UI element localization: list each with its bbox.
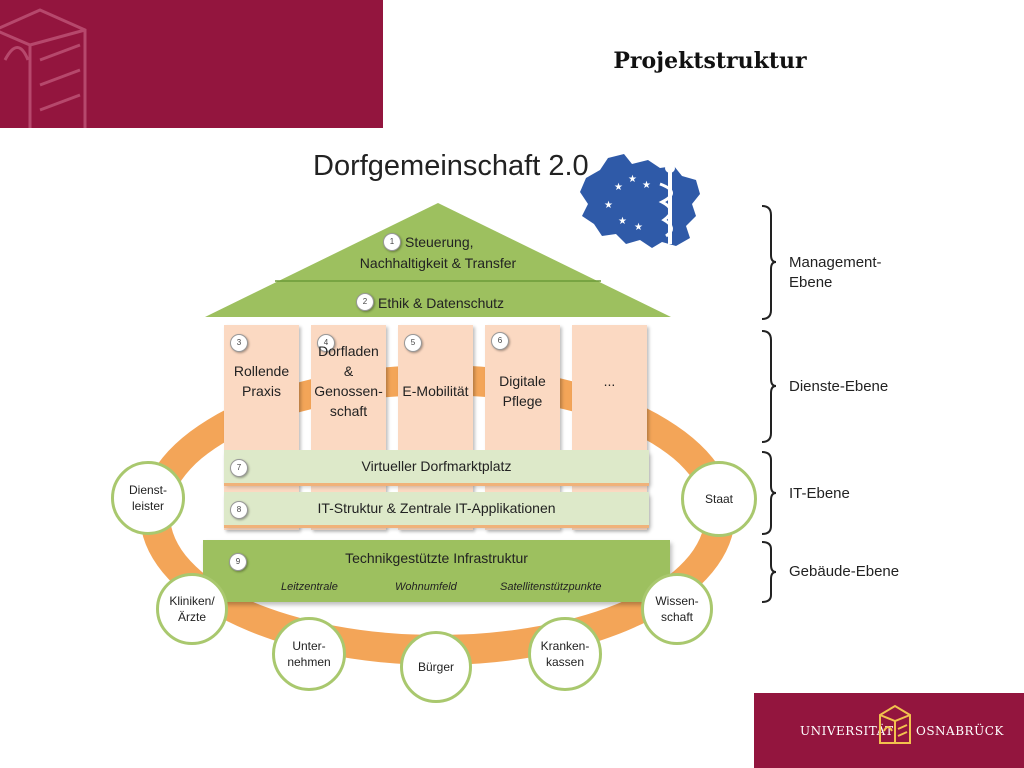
band-label: Virtueller Dorfmarktplatz <box>361 458 512 474</box>
infrastructure-item-leitzentrale: Leitzentrale <box>281 581 338 593</box>
pillar-text-line: Rollende <box>233 363 290 379</box>
stakeholder-dienstleister: Dienst- leister <box>111 461 185 535</box>
footer-band: UNIVERSITÄT OSNABRÜCK <box>754 693 1024 768</box>
infrastructure-item-satelliten: Satellitenstützpunkte <box>500 581 602 593</box>
band-number: 7 <box>230 459 248 477</box>
roof-label-steuerung: Steuerung, <box>405 234 474 250</box>
pillar-text-line: Genossen- <box>314 383 383 399</box>
brace-management <box>762 205 776 320</box>
brace-dienste <box>762 330 776 443</box>
band-label: IT-Struktur & Zentrale IT-Applikationen <box>317 500 556 516</box>
roof <box>205 203 671 317</box>
pillar-number: 6 <box>491 332 509 350</box>
band-it-struktur: 8 IT-Struktur & Zentrale IT-Applikatione… <box>224 492 649 525</box>
level-gebaeude: Gebäude-Ebene <box>789 563 900 580</box>
roof-label-nachhaltigkeit: Nachhaltigkeit & Transfer <box>359 255 517 271</box>
brace-it <box>762 451 776 535</box>
infrastructure-base: 9 Technikgestützte Infrastruktur Leitzen… <box>203 540 670 602</box>
roof-label-ethik: Ethik & Datenschutz <box>378 295 505 311</box>
roof-number-2: 2 <box>356 293 374 311</box>
pillar-text-line: Digitale <box>499 373 546 389</box>
pillar-text-line: E-Mobilität <box>402 383 469 399</box>
svg-text:★: ★ <box>614 182 623 193</box>
infrastructure-item-wohnumfeld: Wohnumfeld <box>395 581 457 593</box>
infrastructure-number: 9 <box>229 553 247 571</box>
university-crest-icon <box>879 704 911 744</box>
svg-text:★: ★ <box>618 216 627 227</box>
region-map-icon: ★ ★ ★ ★ ★ ★ <box>580 154 700 248</box>
header-band <box>0 0 383 128</box>
stakeholder-unternehmen: Unter- nehmen <box>272 617 346 691</box>
stakeholder-wissenschaft: Wissen- schaft <box>641 573 713 645</box>
brace-gebaeude <box>762 541 776 603</box>
level-dienste: Dienste-Ebene <box>789 378 889 395</box>
svg-text:★: ★ <box>634 222 643 233</box>
pillar-text-line: & <box>343 363 354 379</box>
svg-text:★: ★ <box>642 180 651 191</box>
svg-text:★: ★ <box>604 200 613 211</box>
level-it: IT-Ebene <box>789 485 850 502</box>
pillar-text-line: schaft <box>329 403 368 419</box>
pillar-text-line: Pflege <box>502 393 543 409</box>
stakeholder-kliniken: Kliniken/ Ärzte <box>156 573 228 645</box>
stakeholder-staat: Staat <box>681 461 757 537</box>
university-building-logo <box>0 8 87 128</box>
band-number: 8 <box>230 501 248 519</box>
university-name-left: UNIVERSITÄT <box>800 724 894 738</box>
pillar-number: 3 <box>230 334 248 352</box>
roof-number-1: 1 <box>383 233 401 251</box>
pillar-text-line: Dorfladen <box>318 343 379 359</box>
university-name-right: OSNABRÜCK <box>916 724 1004 738</box>
pillar-text-line: ... <box>603 373 616 389</box>
infrastructure-title: Technikgestützte Infrastruktur <box>345 550 528 566</box>
pillar-number: 4 <box>317 334 335 352</box>
pillar-text-line: Praxis <box>242 383 281 399</box>
stakeholder-buerger: Bürger <box>400 631 472 703</box>
level-management: Management- Ebene <box>789 254 882 291</box>
stakeholder-krankenkassen: Kranken- kassen <box>528 617 602 691</box>
band-virtueller-dorfmarktplatz: 7 Virtueller Dorfmarktplatz <box>224 450 649 483</box>
slide-title: Projektstruktur <box>613 48 807 74</box>
diagram-title: Dorfgemeinschaft 2.0 <box>313 150 589 182</box>
pillar-number: 5 <box>404 334 422 352</box>
svg-text:★: ★ <box>628 174 637 185</box>
